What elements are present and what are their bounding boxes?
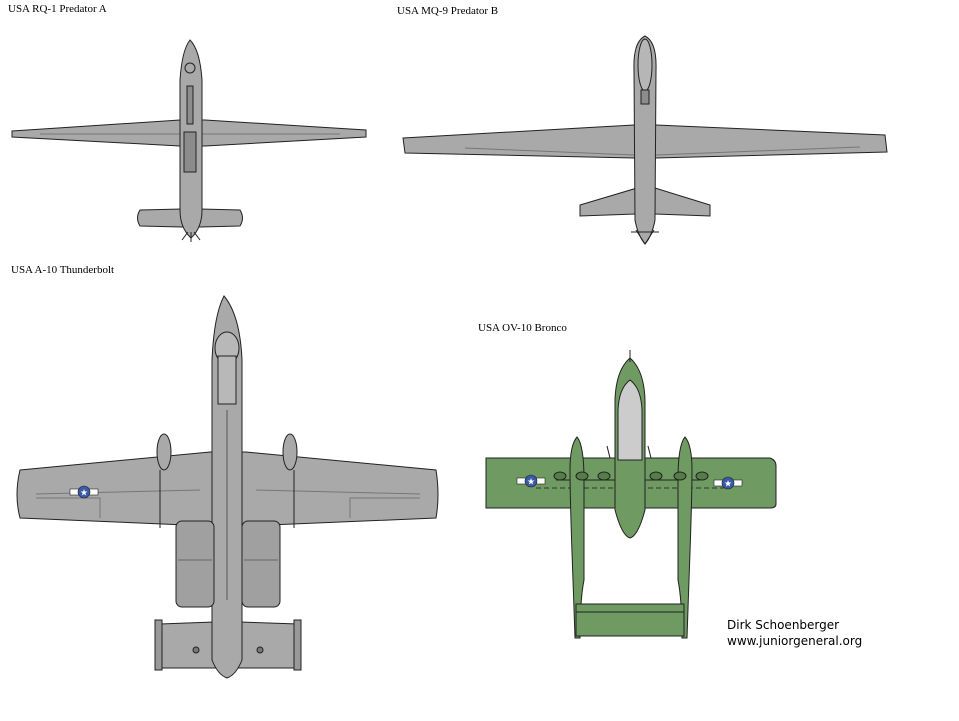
ov10-boom-right (677, 436, 693, 639)
label-mq9: USA MQ-9 Predator B (397, 5, 499, 17)
ov10-boom-left (569, 436, 585, 639)
svg-text:★: ★ (80, 489, 88, 499)
a10-engine-left (175, 520, 215, 608)
svg-text:★: ★ (527, 478, 535, 488)
credit-author: Dirk Schoenberger (727, 618, 840, 632)
a10-roundel: ★ (69, 485, 99, 499)
label-ov10: USA OV-10 Bronco (478, 322, 567, 334)
ov10-tailplane (575, 603, 685, 637)
credit-site: www.juniorgeneral.org (727, 634, 863, 648)
a10-engine-right (241, 520, 281, 608)
svg-text:★: ★ (724, 480, 732, 490)
label-rq1: USA RQ-1 Predator A (8, 3, 107, 15)
label-a10: USA A-10 Thunderbolt (11, 264, 115, 276)
ov10-roundel-right: ★ (713, 476, 743, 490)
ov10-roundel-left: ★ (516, 474, 546, 488)
